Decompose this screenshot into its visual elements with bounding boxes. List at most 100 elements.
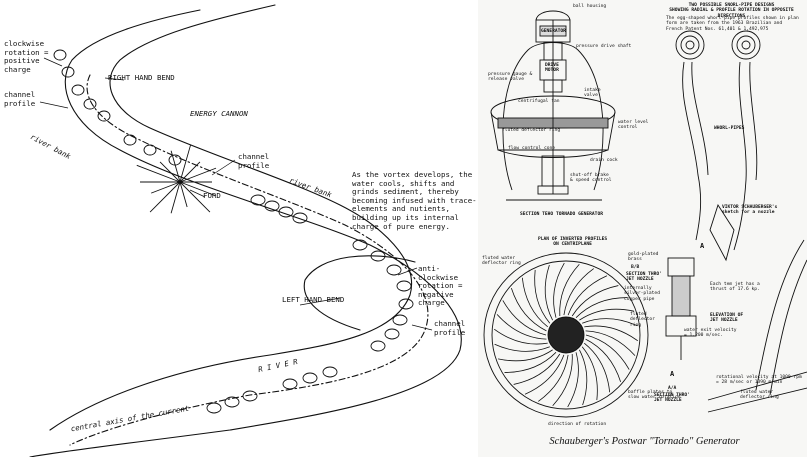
baffle-plates-label: baffle plates to slow water rotation [628,390,681,401]
vortex-coil [97,110,111,122]
vortex-coil [278,206,294,218]
rotor-blade [567,275,608,316]
rotor-blade [581,346,598,401]
rotor-blade [552,353,573,407]
energy-ray [136,164,181,183]
water-exit-velocity-label: water exit velocity = 1,200 m/sec. [684,328,737,339]
rotor-blade [494,343,550,352]
left-hand-bend-label: LEFT HAND BEND [282,295,345,304]
rotor-blade [544,264,553,321]
rotor-blade [513,353,561,385]
vortex-coil [398,298,414,310]
rotor-blade [559,263,580,317]
rotor-blade [524,354,565,395]
vortex-coil [53,49,67,61]
fluted-deflector-ring-label: fluted deflector ring [630,312,655,328]
water-level-control-label: water level control [618,120,649,131]
vortex-coil [242,390,258,402]
internally-plated-label: internally silver-plated copper pipe [624,286,660,302]
rotor-blade [534,269,551,324]
vortex-coil [392,314,408,326]
vortex-coil [292,212,308,224]
rotor-blade [502,300,547,336]
rotor-blade [585,338,622,383]
whorl-designs-heading: TWO POSSIBLE SNORL-PIPE DESIGNS SHOWING … [669,3,794,19]
section-title-label: SECTION TEHO TORNADO GENERATOR [520,212,603,217]
rotor-blade [510,287,547,332]
rotational-velocity-label: rotational velocity at 1000 rpm = 28 m/s… [716,375,802,386]
pressure-gauge-label: pressure gauge & release valve [488,72,533,83]
energy-cannon-label: ENERGY CANNON [190,109,248,118]
section-nozzle-label: SECTION THRO' JET NOZZLE [626,272,662,283]
intake-valve-label: intake valve [584,88,601,99]
vortex-coil [250,194,266,206]
vortex-coil [352,239,368,251]
pressure-drive-shaft-label: pressure drive shaft [576,44,632,49]
fluted-ring-label: fluted water deflector ring [482,256,521,267]
gold-plated-label: gold-plated brass [628,252,659,263]
vortex-coil [224,396,240,408]
energy-ray [170,181,181,214]
generator-label: GENERATOR [541,29,566,34]
ford-label: FORD [203,191,221,200]
energy-ray [179,144,192,183]
channel-profile-mid-label: channel profile [238,152,270,170]
rotor-blade [571,285,619,317]
whorl-designs-description: The egg-shaped whorl-pipe profiles shown… [666,16,799,32]
tornado-generator-diagram: ball housing GENERATOR pressure drive sh… [478,0,807,457]
rotor-blade [553,262,565,318]
plan-heading: PLAN OF INVERTED PROFILES ON CENTRIPLANE [538,237,608,248]
vortex-coil [123,134,137,146]
tornado-generator-drawing [483,10,807,418]
vortex-coil [386,264,402,276]
ball-housing-label: ball housing [573,4,607,9]
vortex-coil [370,250,386,262]
river-diagram-drawing [29,4,462,457]
section-a-top-label: A [700,242,705,250]
section-nozzle-2-label: SECTION THRO' JET NOZZLE [654,393,690,404]
rotor-blade [584,325,638,342]
energy-ray [179,161,201,183]
rotor-blade [496,314,547,340]
energy-ray [159,161,181,183]
right-hand-bend-label: RIGHT HAND BEND [108,73,175,82]
energy-ray [179,181,188,208]
vortex-coil [396,280,412,292]
direction-of-rotation-label: direction of rotation [548,422,607,427]
vortex-coil [282,378,298,390]
clockwise-rotation-label: clockwise rotation = positive charge [4,39,49,74]
vortex-coil [384,328,400,340]
bb-label: B/B [631,265,640,270]
energy-ray [179,181,217,197]
rotor-blade [575,297,628,318]
energy-ray [179,181,211,213]
centrifugal-fan-label: centrifugal fan [518,99,560,104]
rotor-blade [579,308,635,321]
rotor-blade [579,349,588,406]
vortex-coil [322,366,338,378]
channel-profile-top-label: channel profile [4,90,36,108]
vortex-coil [71,84,85,96]
fluted-water-ring-label: fluted water deflector ring [740,390,779,401]
rotor-blade [494,328,548,345]
thrust-label: Each tem jet has a thrust of 17.6 kp. [710,282,760,293]
fluted-deflector-label: fluted deflector ring [502,128,561,133]
vortex-coil [143,144,157,156]
rotor-blade [567,352,579,408]
vortex-coil [264,200,280,212]
energy-ray [170,150,181,183]
flow-control-cone-label: flow control cone [508,146,556,151]
vortex-coil [83,98,97,110]
drive-motor-label: DRIVE MOTOR [545,63,559,74]
rotor-blade [504,352,557,373]
rotor-blade [584,342,611,393]
rotor-blade [497,349,553,362]
elevation-label: ELEVATION OF JET NOZZLE [710,313,744,324]
shut-off-brake-label: shut-off brake & speed control [570,173,612,184]
whorl-pipes-label: WHORL-PIPES [714,126,745,131]
anticlockwise-rotation-label: anti-clockwise rotation = negative charg… [418,264,463,308]
channel-profile-bottom-label: channel profile [434,319,466,337]
rotor-blade [563,268,594,316]
energy-ray [151,181,181,194]
vortex-coil [370,340,386,352]
